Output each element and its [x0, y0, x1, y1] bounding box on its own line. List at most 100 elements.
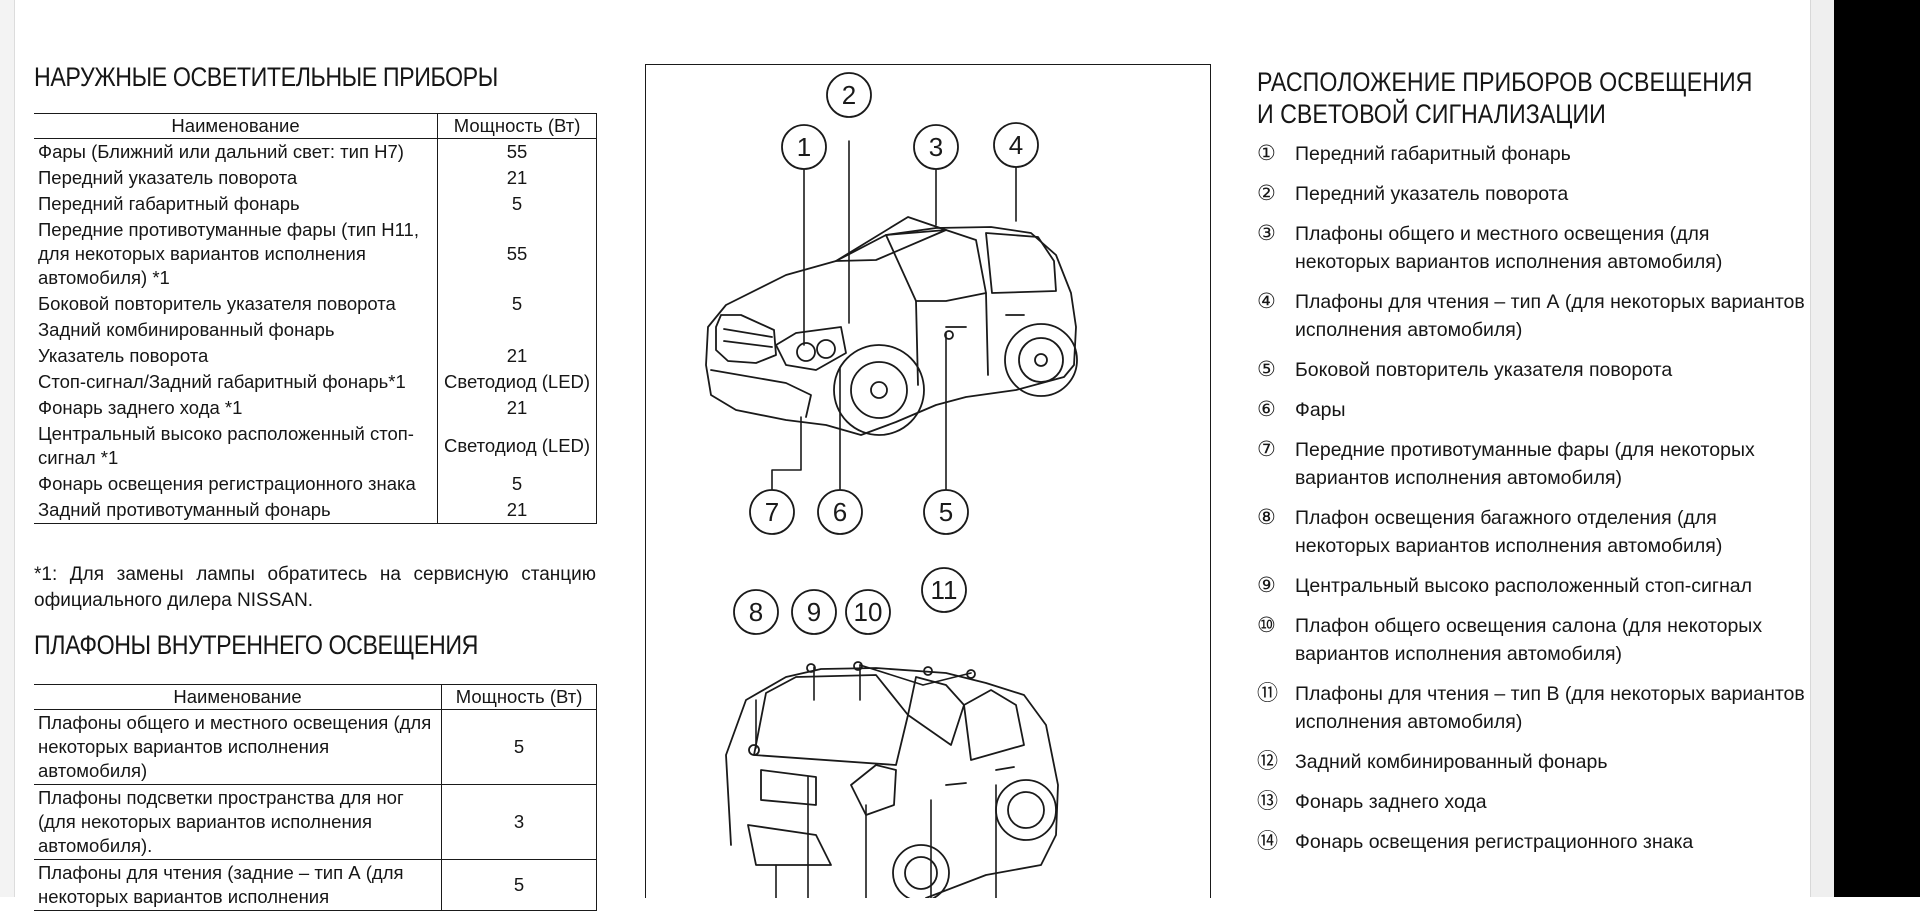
- legend-item: ① Передний габаритный фонарь: [1257, 140, 1807, 168]
- legend-item: ③ Плафоны общего и местного освещения (д…: [1257, 220, 1807, 276]
- rear-car-illustration: [725, 661, 1059, 898]
- footnote: *1: Для замены лампы обратитесь на серви…: [34, 564, 596, 611]
- legend-text: Плафоны для чтения – тип В (для некоторы…: [1295, 683, 1805, 733]
- callout-2: 2: [826, 72, 872, 118]
- legend-item: ⑦ Передние противотуманные фары (для нек…: [1257, 436, 1807, 492]
- legend-number: ⑥: [1257, 398, 1276, 421]
- callout-10: 10: [845, 589, 891, 635]
- lamp-name: Боковой повторитель указателя поворота: [34, 291, 439, 317]
- legend-title-line-1: РАСПОЛОЖЕНИЕ ПРИБОРОВ ОСВЕЩЕНИЯ: [1257, 67, 1753, 97]
- legend-number: ⑫: [1257, 750, 1278, 773]
- table-row: Стоп-сигнал/Задний габаритный фонарь*1 С…: [34, 369, 597, 395]
- exterior-section-title: НАРУЖНЫЕ ОСВЕТИТЕЛЬНЫЕ ПРИБОРЫ: [34, 62, 498, 92]
- legend-title-line-2: И СВЕТОВОЙ СИГНАЛИЗАЦИИ: [1257, 99, 1606, 129]
- callout-9: 9: [791, 589, 837, 635]
- lamp-name: Центральный высоко расположенный стоп-си…: [34, 421, 439, 471]
- callout-8: 8: [733, 589, 779, 635]
- table-row: Фонарь заднего хода *1 21: [34, 395, 597, 421]
- table-row: Центральный высоко расположенный стоп-си…: [34, 421, 597, 471]
- callout-4: 4: [993, 122, 1039, 168]
- table-row: Фары (Ближний или дальний свет: тип Н7) …: [34, 138, 597, 165]
- column-header-power: Мощность (Вт): [441, 684, 597, 710]
- callout-label: 1: [797, 132, 811, 162]
- legend-item: ② Передний указатель поворота: [1257, 180, 1807, 208]
- table-row: Задний комбинированный фонарь: [34, 317, 597, 343]
- legend-number: ⑨: [1257, 574, 1276, 597]
- legend-item: ⑧ Плафон освещения багажного отделения (…: [1257, 504, 1807, 560]
- table-row: Плафоны общего и местного освещения (для…: [34, 709, 597, 785]
- legend-item: ⑨ Центральный высоко расположенный стоп-…: [1257, 572, 1807, 600]
- callout-leaders: [755, 140, 1017, 898]
- lamp-power: 21: [437, 165, 597, 191]
- legend-number: ⑤: [1257, 358, 1276, 381]
- lamp-power: 5: [441, 859, 597, 911]
- callout-6: 6: [817, 489, 863, 535]
- lamp-name: Передние противотуманные фары (тип Н11, …: [34, 217, 439, 291]
- car-diagram-svg: 1 2 3 4 5 6 7 8: [705, 72, 1078, 898]
- callout-label: 4: [1009, 130, 1023, 160]
- legend-item: ⑪ Плафоны для чтения – тип В (для некото…: [1257, 680, 1807, 736]
- lamp-power: Светодиод (LED): [437, 369, 597, 395]
- lamp-power: 5: [437, 291, 597, 317]
- legend-item: ④ Плафоны для чтения – тип А (для некото…: [1257, 288, 1807, 344]
- lamp-power: 55: [437, 138, 597, 165]
- legend-text: Плафон освещения багажного отделения (дл…: [1295, 507, 1723, 557]
- interior-lamps-table: Наименование Мощность (Вт) Плафоны общег…: [34, 684, 597, 911]
- lamp-power: 5: [437, 191, 597, 217]
- legend-number: ⑦: [1257, 438, 1276, 461]
- legend-text: Фонарь заднего хода: [1295, 791, 1487, 813]
- legend-number: ②: [1257, 182, 1276, 205]
- column-header-name: Наименование: [34, 113, 439, 139]
- callout-11: 11: [921, 567, 967, 613]
- column-header-power: Мощность (Вт): [437, 113, 597, 139]
- legend-number: ⑧: [1257, 506, 1276, 529]
- legend-item: ⑩ Плафон общего освещения салона (для не…: [1257, 612, 1807, 668]
- legend-number: ⑬: [1257, 790, 1278, 813]
- lamp-power: 21: [437, 497, 597, 524]
- legend-item: ⑤ Боковой повторитель указателя поворота: [1257, 356, 1807, 384]
- table-row: Задний противотуманный фонарь 21: [34, 497, 597, 524]
- callout-label: 11: [931, 575, 958, 605]
- lamp-name: Фонарь освещения регистрационного знака: [34, 471, 439, 497]
- callout-label: 7: [765, 497, 779, 527]
- lamp-name: Плафоны общего и местного освещения (для…: [34, 709, 443, 785]
- callout-label: 3: [929, 132, 943, 162]
- legend-text: Плафоны общего и местного освещения (для…: [1295, 223, 1723, 273]
- exterior-lamps-table: Наименование Мощность (Вт) Фары (Ближний…: [34, 113, 597, 524]
- viewer-dark-area: [1834, 0, 1920, 897]
- table-row: Плафоны подсветки пространства для ног (…: [34, 784, 597, 860]
- lamp-name: Фонарь заднего хода *1: [34, 395, 439, 421]
- viewer-left-margin: [0, 0, 15, 897]
- legend-text: Плафоны для чтения – тип А (для некоторы…: [1295, 291, 1805, 341]
- legend-number: ⑭: [1257, 830, 1278, 853]
- legend-text: Центральный высоко расположенный стоп-си…: [1295, 575, 1752, 597]
- table-row: Передний габаритный фонарь 5: [34, 191, 597, 217]
- legend-item: ⑫ Задний комбинированный фонарь: [1257, 748, 1807, 776]
- legend-text: Плафон общего освещения салона (для неко…: [1295, 615, 1763, 665]
- lamp-name: Задний комбинированный фонарь: [34, 317, 439, 343]
- legend-list: ① Передний габаритный фонарь ② Передний …: [1257, 140, 1807, 856]
- callout-3: 3: [913, 124, 959, 170]
- callout-label: 10: [854, 597, 883, 627]
- viewer-right-margin: [1810, 0, 1835, 897]
- table-row: Фонарь освещения регистрационного знака …: [34, 471, 597, 497]
- lamp-name: Задний противотуманный фонарь: [34, 497, 439, 524]
- legend-text: Фонарь освещения регистрационного знака: [1295, 831, 1694, 853]
- callout-1: 1: [781, 124, 827, 170]
- lamp-location-diagram: 1 2 3 4 5 6 7 8: [645, 64, 1211, 898]
- lamp-power: 5: [441, 709, 597, 785]
- lamp-power: 55: [437, 217, 597, 291]
- legend-item: ⑥ Фары: [1257, 396, 1807, 424]
- lamp-power: 21: [437, 395, 597, 421]
- legend-number: ③: [1257, 222, 1276, 245]
- callout-label: 6: [833, 497, 847, 527]
- callout-label: 8: [749, 597, 763, 627]
- lamp-power: Светодиод (LED): [437, 421, 597, 471]
- callout-7: 7: [749, 489, 795, 535]
- callout-label: 5: [939, 497, 953, 527]
- legend-item: ⑭ Фонарь освещения регистрационного знак…: [1257, 828, 1807, 856]
- front-car-illustration: [705, 216, 1078, 436]
- table-row: Передние противотуманные фары (тип Н11, …: [34, 217, 597, 291]
- lamp-name: Стоп-сигнал/Задний габаритный фонарь*1: [34, 369, 439, 395]
- lamp-power: 3: [441, 784, 597, 860]
